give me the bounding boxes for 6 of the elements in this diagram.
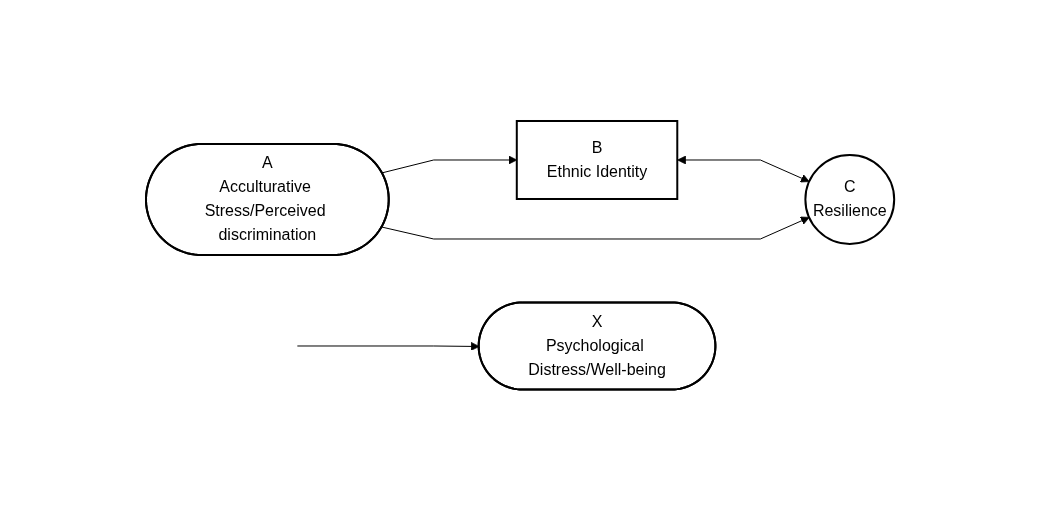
arrow: [677, 155, 810, 183]
node-circle: C Resilience: [804, 153, 896, 245]
arrow: [297, 341, 480, 351]
node-box: B Ethnic Identity: [516, 119, 679, 200]
arrow: [382, 216, 810, 240]
arrow: [382, 155, 518, 174]
